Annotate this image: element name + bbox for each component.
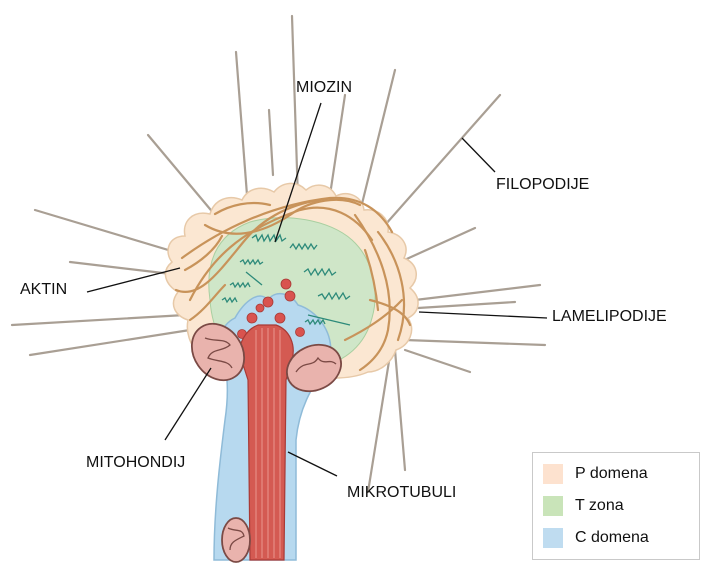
- legend-item-p-domena: P domena: [543, 463, 648, 485]
- legend-swatch-c-domena: [543, 528, 563, 548]
- label-miozin: MIOZIN: [296, 80, 352, 96]
- legend-item-c-domena: C domena: [543, 527, 649, 549]
- label-mitohondij: MITOHONDIJ: [86, 455, 185, 471]
- label-aktin: AKTIN: [20, 282, 67, 298]
- legend: P domena T zona C domena: [532, 452, 700, 560]
- legend-label: T zona: [575, 497, 624, 515]
- legend-item-t-zona: T zona: [543, 495, 624, 517]
- legend-swatch-t-zona: [543, 496, 563, 516]
- label-lamelipodije: LAMELIPODIJE: [552, 309, 667, 325]
- label-filopodije: FILOPODIJE: [496, 177, 589, 193]
- label-mikrotubuli: MIKROTUBULI: [347, 485, 456, 501]
- legend-label: P domena: [575, 465, 648, 483]
- mitochondrion-bottom: [222, 518, 250, 562]
- legend-label: C domena: [575, 529, 649, 547]
- legend-swatch-p-domena: [543, 464, 563, 484]
